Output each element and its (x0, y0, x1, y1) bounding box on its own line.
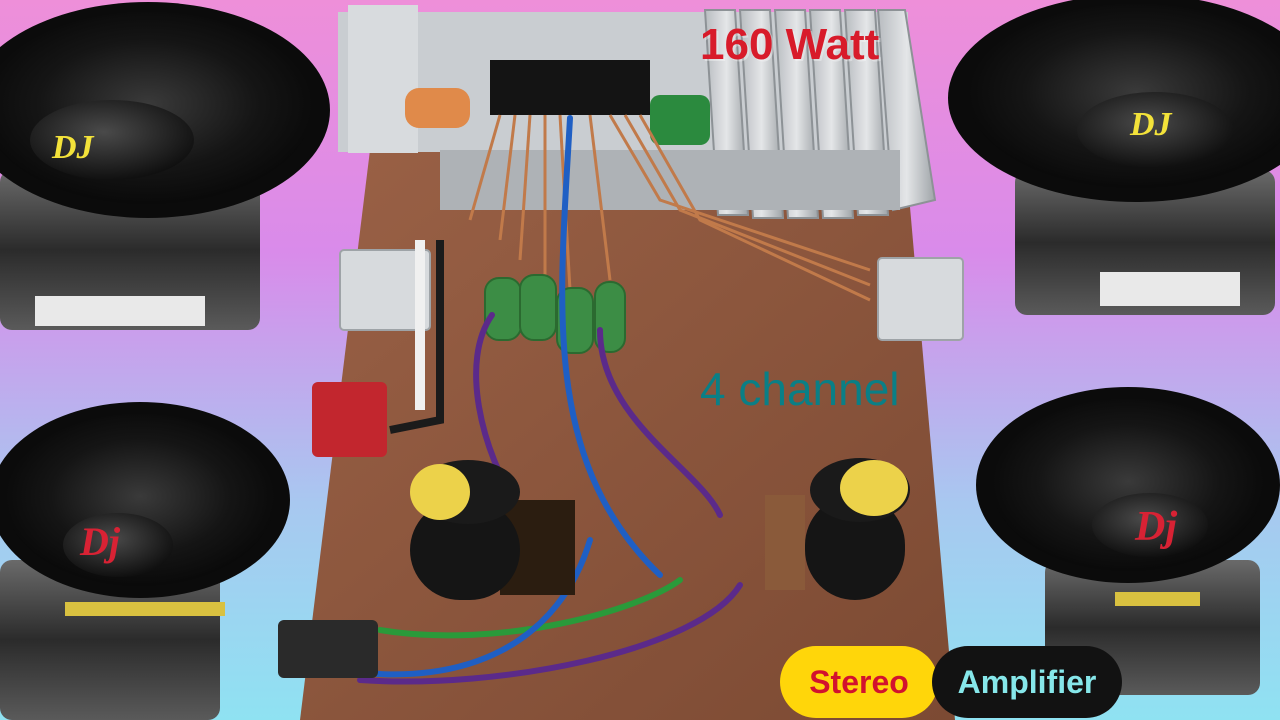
electrolytic-capacitor (405, 88, 470, 128)
speaker-label-top-right: DJ (1129, 106, 1173, 143)
channel-count-caption: 4 channel (700, 363, 900, 415)
film-capacitor (650, 95, 710, 145)
speaker-label-bottom-right: Dj (1134, 504, 1177, 550)
speaker-top-left (0, 2, 330, 330)
stereo-badge: Stereo (780, 646, 938, 718)
speaker-label-bottom-left: Dj (79, 519, 121, 564)
right-output-connector (877, 257, 964, 341)
heatsink (338, 5, 937, 219)
right-volume-knob (765, 458, 910, 600)
audio-input-jack (278, 620, 378, 678)
speaker-label-top-left: DJ (51, 129, 95, 166)
power-terminal (312, 382, 387, 457)
speaker-top-right (948, 0, 1280, 315)
left-output-connector (339, 249, 431, 331)
amplifier-badge: Amplifier (932, 646, 1122, 718)
power-rating-title: 160 Watt (700, 20, 880, 69)
green-capacitor (484, 277, 522, 341)
green-capacitor (519, 274, 557, 341)
left-volume-knob (410, 460, 575, 600)
speaker-bottom-left (0, 402, 290, 720)
amplifier-ic (490, 60, 650, 115)
